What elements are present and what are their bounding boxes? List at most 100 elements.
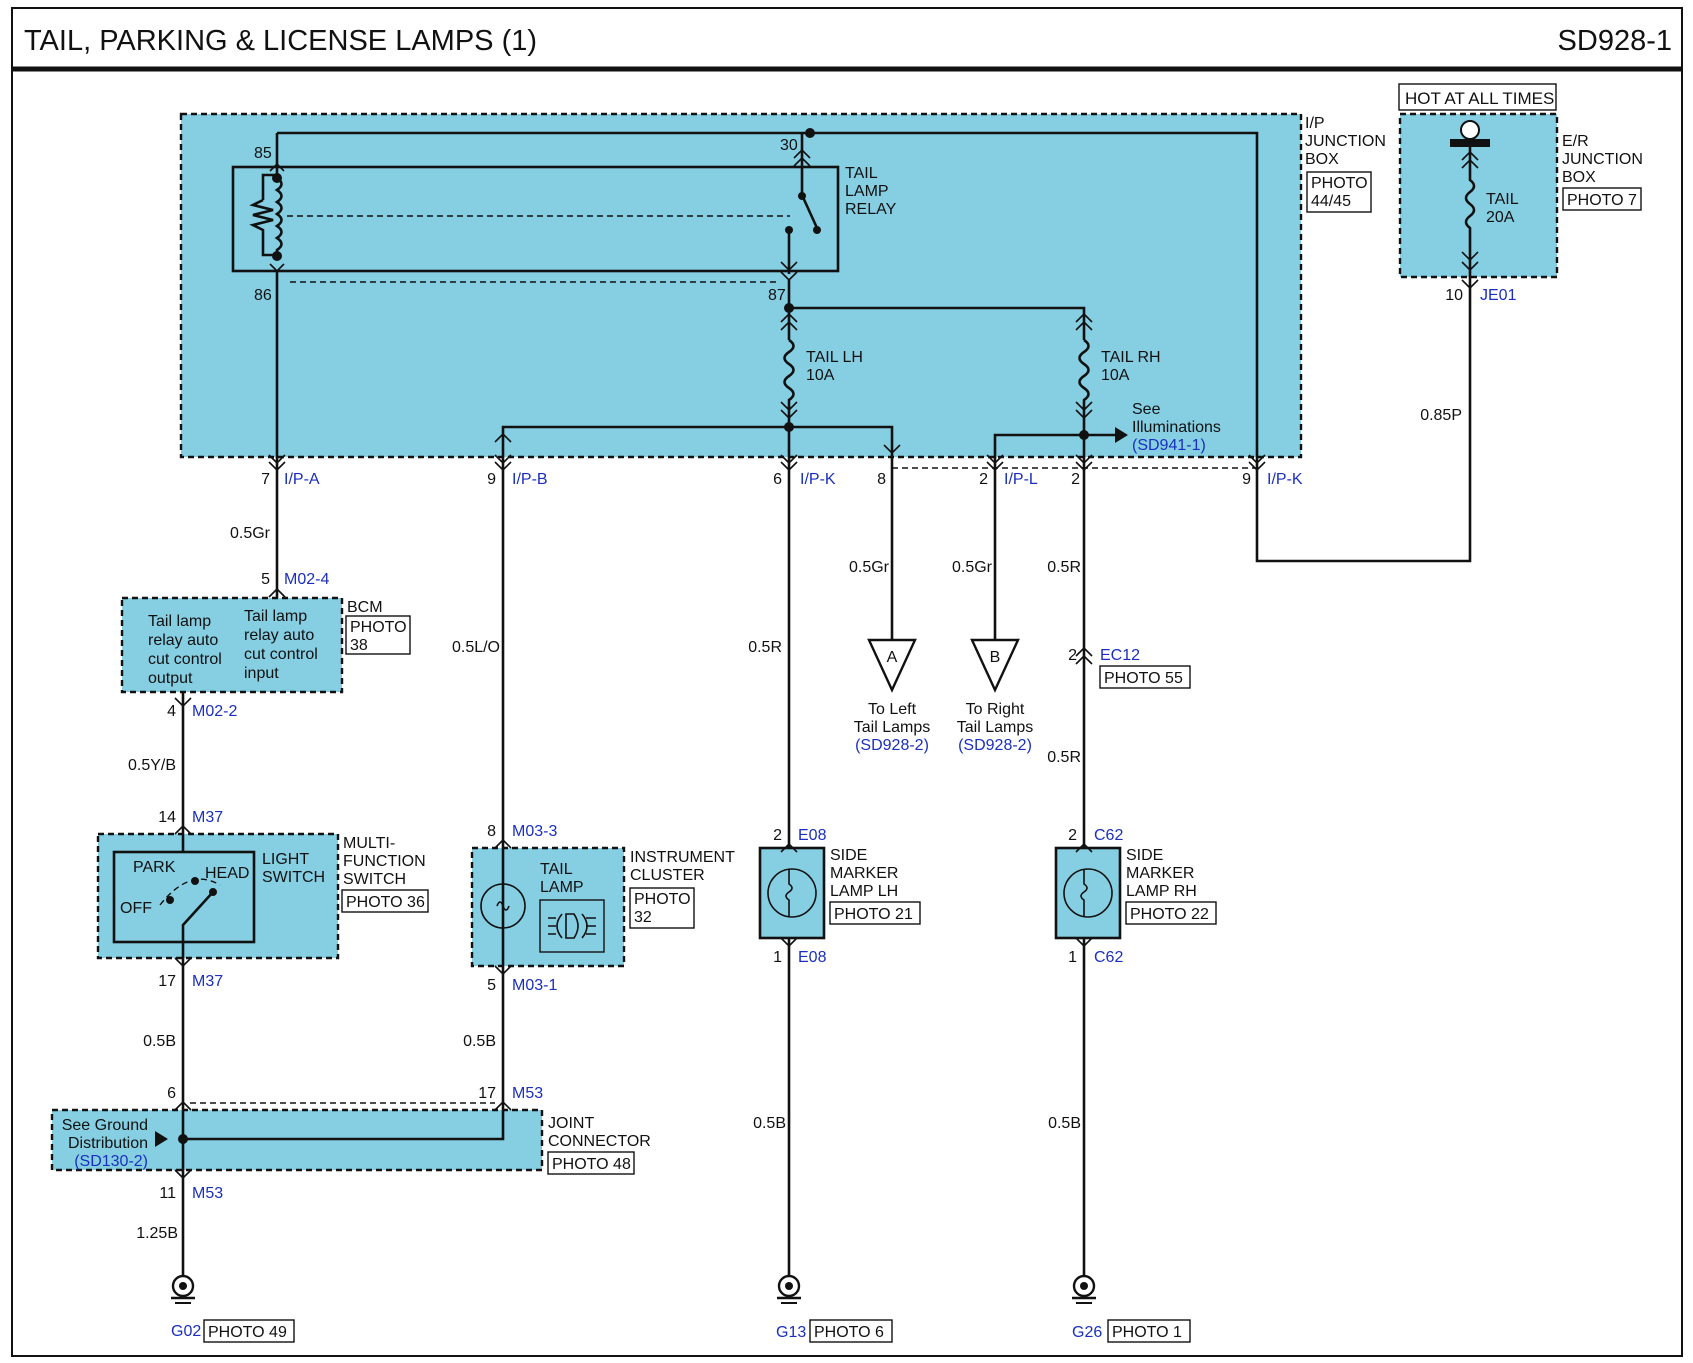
- tail-lamp-relay: [231, 165, 840, 273]
- relay-coil-icon: [274, 176, 283, 259]
- ip-conn-5: I/P-L: [1004, 471, 1038, 488]
- junction-dot: [805, 128, 815, 138]
- bcm-bot-conn: M02-2: [192, 703, 237, 720]
- wire-05b-1: 0.5B: [143, 1033, 176, 1050]
- wire-05b-3: 0.5B: [753, 1115, 786, 1132]
- photo-ref-box: [547, 1151, 635, 1175]
- connector-chevron: [269, 162, 285, 172]
- ground-g02-photo: PHOTO 49: [208, 1324, 287, 1341]
- bcm-right-4: input: [244, 665, 279, 682]
- marker-lh-bot-pin: 1: [773, 949, 782, 966]
- mfs-label-3: SWITCH: [343, 871, 406, 888]
- wire-05gr-b: 0.5Gr: [952, 559, 993, 576]
- fuse-lh-name: TAIL LH: [806, 349, 863, 366]
- connector-chevron: [1248, 461, 1266, 472]
- marker-rh-label-1: SIDE: [1126, 847, 1163, 864]
- cluster-photo-2: 32: [634, 909, 652, 926]
- joint-photo: PHOTO 48: [552, 1156, 631, 1173]
- mfs-top-pin: 14: [158, 809, 176, 826]
- multi-function-switch-box: [96, 832, 340, 960]
- relay-pin-87: 87: [768, 287, 786, 304]
- offpage-b-ref: (SD928-2): [958, 737, 1032, 754]
- park-label: PARK: [133, 859, 176, 876]
- tail-lamp-bulb-icon: [480, 883, 526, 929]
- offpage-b-label-1: To Right: [966, 701, 1025, 718]
- wire-rh-branch: [993, 433, 1115, 455]
- ip-conn-1: I/P-A: [284, 471, 320, 488]
- connector-chevron: [1075, 320, 1093, 331]
- bcm-box: [120, 596, 344, 694]
- relay-pin-85: 85: [254, 145, 272, 162]
- marker-rh-top-conn: C62: [1094, 827, 1123, 844]
- page-title: TAIL, PARKING & LICENSE LAMPS (1): [24, 25, 537, 57]
- joint-see-2: Distribution: [68, 1135, 148, 1152]
- connector-chevron: [494, 461, 512, 472]
- illum-ref: (SD941-1): [1132, 437, 1206, 454]
- photo-ref-box: [341, 889, 429, 913]
- switch-arc-dashed: [159, 878, 221, 906]
- mfs-bot-pin: 17: [158, 973, 176, 990]
- joint-label-1: JOINT: [548, 1115, 594, 1132]
- bcm-top-pin: 5: [261, 571, 270, 588]
- tail-lh-fuse-icon: [783, 338, 795, 410]
- connector-chevron: [174, 697, 192, 708]
- photo-ref-box: [629, 887, 695, 929]
- fuse-er-name: TAIL: [1486, 191, 1519, 208]
- ip-pin-5: 2: [979, 471, 988, 488]
- wire-085p: 0.85P: [1420, 407, 1462, 424]
- connector-chevron: [174, 824, 192, 835]
- bulb-filament: [1080, 869, 1088, 917]
- ground-icon: [171, 1274, 195, 1304]
- junction-dot: [272, 251, 282, 261]
- fuse-lh-rating: 10A: [806, 367, 835, 384]
- wire-05lo: 0.5L/O: [452, 639, 500, 656]
- offpage-a-letter: A: [887, 649, 898, 666]
- photo-ref-box: [829, 901, 921, 925]
- hot-at-all-times-box: [1398, 83, 1557, 111]
- er-conn-name: JE01: [1480, 287, 1517, 304]
- connector-chevron: [1461, 150, 1479, 161]
- illum-label-2: Illuminations: [1132, 419, 1221, 436]
- connector-chevron: [780, 401, 798, 412]
- cluster-lamp-1: TAIL: [540, 861, 573, 878]
- connector-chevron: [780, 261, 798, 272]
- connector-chevron: [780, 312, 798, 323]
- offpage-b-icon: [970, 638, 1020, 693]
- ip-pin-2: 9: [487, 471, 496, 488]
- ip-conn-7: I/P-K: [1267, 471, 1303, 488]
- cluster-top-conn: M03-3: [512, 823, 557, 840]
- hot-at-all-times-label: HOT AT ALL TIMES: [1405, 89, 1554, 108]
- mfs-label-2: FUNCTION: [343, 853, 426, 870]
- photo-ref-box: [1107, 1319, 1191, 1343]
- connector-chevron: [986, 454, 1004, 465]
- marker-lh-label-3: LAMP LH: [830, 883, 898, 900]
- offpage-b-label-2: Tail Lamps: [957, 719, 1033, 736]
- fuse-er-rating: 20A: [1486, 209, 1515, 226]
- bcm-left-1: Tail lamp: [148, 613, 211, 630]
- ip-conn-2: I/P-B: [512, 471, 548, 488]
- joint-label-2: CONNECTOR: [548, 1133, 651, 1150]
- wire-05yb: 0.5Y/B: [128, 757, 176, 774]
- connector-chevron: [1248, 454, 1266, 465]
- ip-conn-3: I/P-K: [800, 471, 836, 488]
- connector-chevron: [1461, 279, 1479, 290]
- ip-pin-6: 2: [1071, 471, 1080, 488]
- fuse-rh-rating: 10A: [1101, 367, 1130, 384]
- er-box-label-3: BOX: [1562, 169, 1596, 186]
- marker-lh-top-conn: E08: [798, 827, 827, 844]
- offpage-b-letter: B: [990, 649, 1001, 666]
- offpage-a-label-2: Tail Lamps: [854, 719, 930, 736]
- bulb-filament: [496, 901, 510, 911]
- marker-lh-top-pin: 2: [773, 827, 782, 844]
- joint-conn-11: M53: [192, 1185, 223, 1202]
- relay-contact: [798, 192, 806, 200]
- lamp-symbol: [548, 913, 596, 939]
- connector-chevron: [780, 461, 798, 472]
- wire-085p-route: [1255, 294, 1472, 563]
- mfs-bot-conn: M37: [192, 973, 223, 990]
- ip-pin-1: 7: [261, 471, 270, 488]
- relay-label-1: TAIL: [845, 165, 878, 182]
- fuse-rh-name: TAIL RH: [1101, 349, 1161, 366]
- cluster-label-2: CLUSTER: [630, 867, 705, 884]
- side-marker-lamp-rh: [1054, 846, 1122, 940]
